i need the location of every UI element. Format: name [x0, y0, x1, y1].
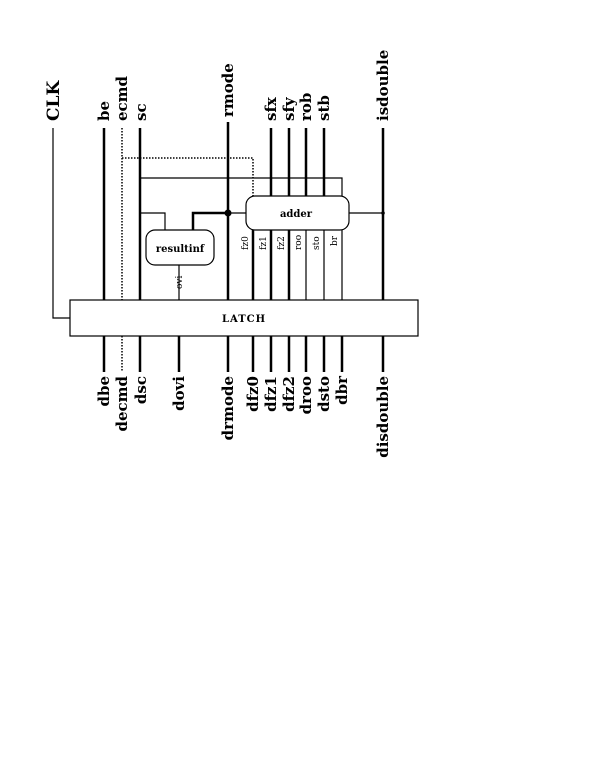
be-label: be: [95, 101, 113, 121]
isdouble-label: isdouble: [374, 50, 392, 121]
resultinf-label: resultinf: [156, 244, 205, 255]
disdouble-label: disdouble: [374, 376, 392, 458]
dsc-label: dsc: [132, 376, 150, 404]
top-signal-labels: CLK be ecmd sc rmode sfx sfy rob stb isd…: [44, 50, 392, 121]
bottom-signal-labels: dbe decmd dsc dovi drmode dfz0 dfz1 dfz2…: [95, 375, 392, 458]
sc-resultinf-wire: [140, 212, 166, 230]
roo-label: roo: [294, 235, 304, 250]
rob-label: rob: [297, 93, 315, 121]
rmode-label: rmode: [219, 63, 237, 117]
dbe-label: dbe: [95, 376, 113, 407]
sto-label: sto: [312, 236, 322, 250]
ecmd-label: ecmd: [113, 75, 131, 121]
fz0-label: fz0: [241, 236, 251, 250]
latch-block: LATCH: [69, 299, 419, 337]
dsto-label: dsto: [315, 376, 333, 412]
sc-adder-wire: [140, 177, 343, 196]
adder-block: adder: [245, 195, 350, 231]
fz2-label: fz2: [277, 236, 287, 250]
stb-label: stb: [315, 95, 333, 121]
adder-label: adder: [280, 209, 313, 220]
latch-label: LATCH: [222, 314, 266, 325]
ovi-label: ovi: [175, 275, 185, 289]
br-label: br: [330, 235, 340, 246]
droo-label: droo: [297, 376, 315, 414]
junction-dot: [381, 211, 385, 215]
dovi-label: dovi: [170, 376, 188, 411]
resultinf-block: resultinf: [145, 229, 215, 266]
dbr-label: dbr: [333, 375, 351, 405]
wires: [52, 122, 385, 372]
dfz0-label: dfz0: [244, 376, 262, 412]
junction-dot: [224, 209, 232, 217]
sc-label: sc: [132, 103, 150, 121]
fz1-label: fz1: [259, 236, 269, 250]
dfz2-label: dfz2: [280, 376, 298, 412]
internal-labels: ovi fz0 fz1 fz2 roo sto br: [175, 235, 340, 289]
sfx-label: sfx: [262, 96, 280, 121]
ecmd-adder-wire: [122, 157, 254, 196]
rmode-resultinf-wire: [191, 211, 228, 230]
sfy-label: sfy: [280, 96, 298, 121]
decmd-label: decmd: [113, 375, 131, 431]
drmode-label: drmode: [219, 376, 237, 440]
clk-label: CLK: [44, 80, 64, 121]
clk-wire: [52, 128, 70, 319]
dfz1-label: dfz1: [262, 376, 280, 412]
